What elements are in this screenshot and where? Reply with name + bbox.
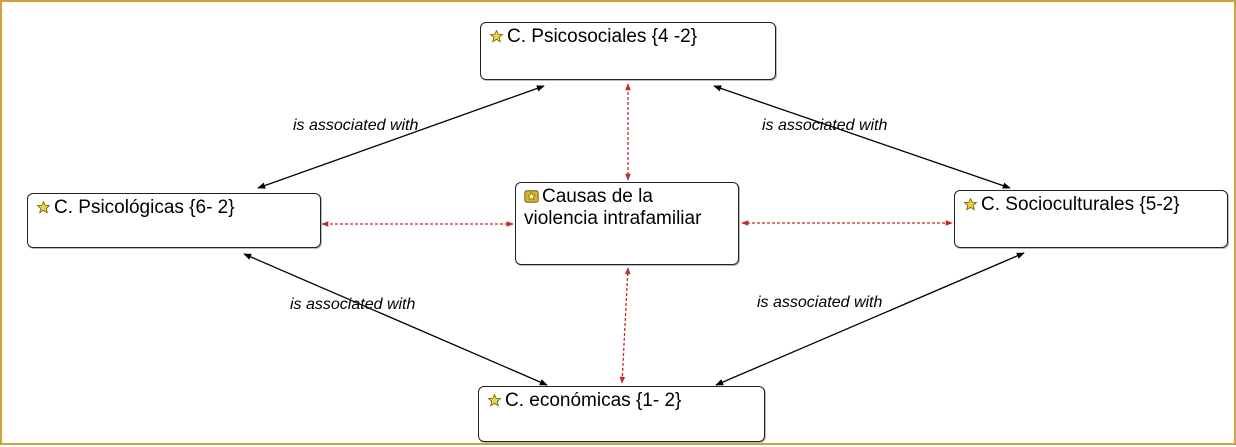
code-icon [36, 201, 51, 214]
node-label: C. Socioculturales {5-2} [981, 194, 1180, 215]
relation-label-bottom-left: is associated with [290, 296, 416, 313]
edge-psicosociales-psicologicas[interactable] [257, 85, 545, 189]
node-psicologicas[interactable]: C. Psicológicas {6- 2} [27, 193, 321, 248]
node-economicas[interactable]: C. económicas {1- 2} [478, 386, 765, 442]
node-label: C. económicas {1- 2} [505, 390, 682, 411]
code-icon [489, 30, 504, 43]
node-label: C. Psicológicas {6- 2} [54, 197, 235, 218]
relation-label-top-left: is associated with [293, 117, 419, 134]
code-icon [487, 394, 502, 407]
edge-psicosociales-socioculturales[interactable] [713, 85, 1011, 189]
code-icon [963, 198, 978, 211]
code-family-icon [524, 190, 539, 203]
relation-label-bottom-right: is associated with [757, 294, 883, 311]
relation-label-top-right: is associated with [762, 117, 888, 134]
node-psicosociales[interactable]: C. Psicosociales {4 -2} [480, 22, 776, 80]
node-label: C. Psicosociales {4 -2} [507, 26, 698, 47]
edge-psicologicas-economicas[interactable] [243, 253, 548, 386]
edge-socioculturales-economicas[interactable] [715, 252, 1025, 386]
node-causas-violencia[interactable]: Causas de la violencia intrafamiliar [515, 182, 739, 265]
link-causas-economicas[interactable] [619, 267, 631, 384]
node-socioculturales[interactable]: C. Socioculturales {5-2} [954, 190, 1228, 248]
node-label: Causas de la violencia intrafamiliar [524, 186, 702, 229]
